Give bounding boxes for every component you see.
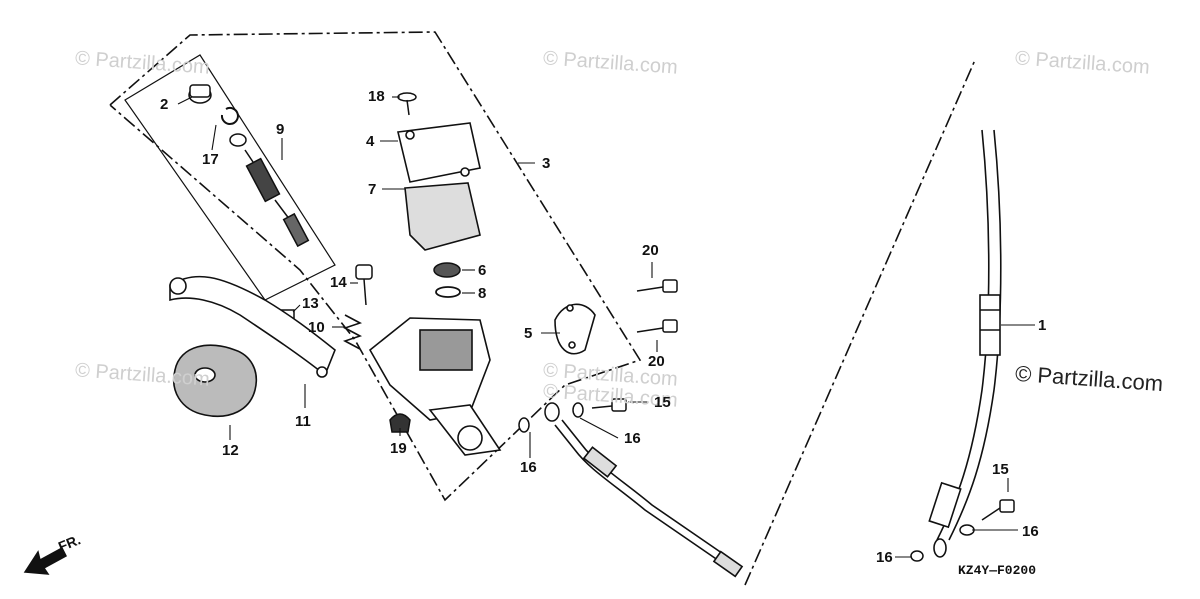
callout-12: 12	[222, 442, 239, 459]
callout-4: 4	[366, 133, 375, 150]
part-hose-1	[928, 129, 1002, 558]
callout-2: 2	[160, 96, 169, 113]
callout-11: 11	[295, 413, 311, 430]
part-hose-banjo	[910, 499, 1015, 562]
part-6	[433, 262, 461, 278]
front-arrow-icon	[23, 546, 67, 575]
part-reservoir-cap	[397, 122, 481, 183]
part-switch	[173, 344, 257, 417]
part-lever	[169, 275, 336, 378]
part-bolts-20	[636, 279, 678, 333]
callout-15: 15	[654, 394, 671, 411]
callout-7: 7	[368, 181, 377, 198]
callout-5: 5	[524, 325, 533, 342]
part-holder	[554, 303, 596, 355]
part-banjo	[518, 398, 627, 433]
callout-15: 15	[992, 461, 1009, 478]
callout-20: 20	[642, 242, 659, 259]
part-14	[355, 264, 373, 306]
diagram-code: KZ4Y—F0200	[958, 563, 1037, 578]
callout-18: 18	[368, 88, 385, 105]
part-diaphragm	[404, 182, 481, 251]
callout-9: 9	[276, 121, 285, 138]
part-19	[389, 413, 411, 433]
callout-3: 3	[542, 155, 551, 172]
callout-1: 1	[1038, 317, 1047, 334]
piston-kit-frame	[124, 54, 336, 301]
callout-17: 17	[202, 151, 219, 168]
callout-20: 20	[648, 353, 665, 370]
part-circlip	[220, 106, 239, 125]
part-10	[342, 314, 363, 350]
part-washer	[229, 133, 247, 147]
part-screw-18	[397, 92, 417, 116]
callout-6: 6	[478, 262, 487, 279]
callout-16: 16	[520, 459, 537, 476]
leader-lines	[177, 96, 1035, 558]
callout-16: 16	[876, 549, 893, 566]
callout-10: 10	[308, 319, 325, 336]
callout-14: 14	[330, 274, 347, 291]
callout-16: 16	[1022, 523, 1039, 540]
part-8	[435, 286, 461, 298]
part-piston	[244, 149, 310, 248]
group-outline	[109, 31, 642, 502]
part-lower-hose	[554, 419, 744, 578]
callout-16: 16	[624, 430, 641, 447]
callout-19: 19	[390, 440, 407, 457]
callout-8: 8	[478, 285, 487, 302]
part-master-cylinder	[368, 317, 502, 456]
callout-13: 13	[302, 295, 319, 312]
part-cap	[188, 84, 212, 104]
